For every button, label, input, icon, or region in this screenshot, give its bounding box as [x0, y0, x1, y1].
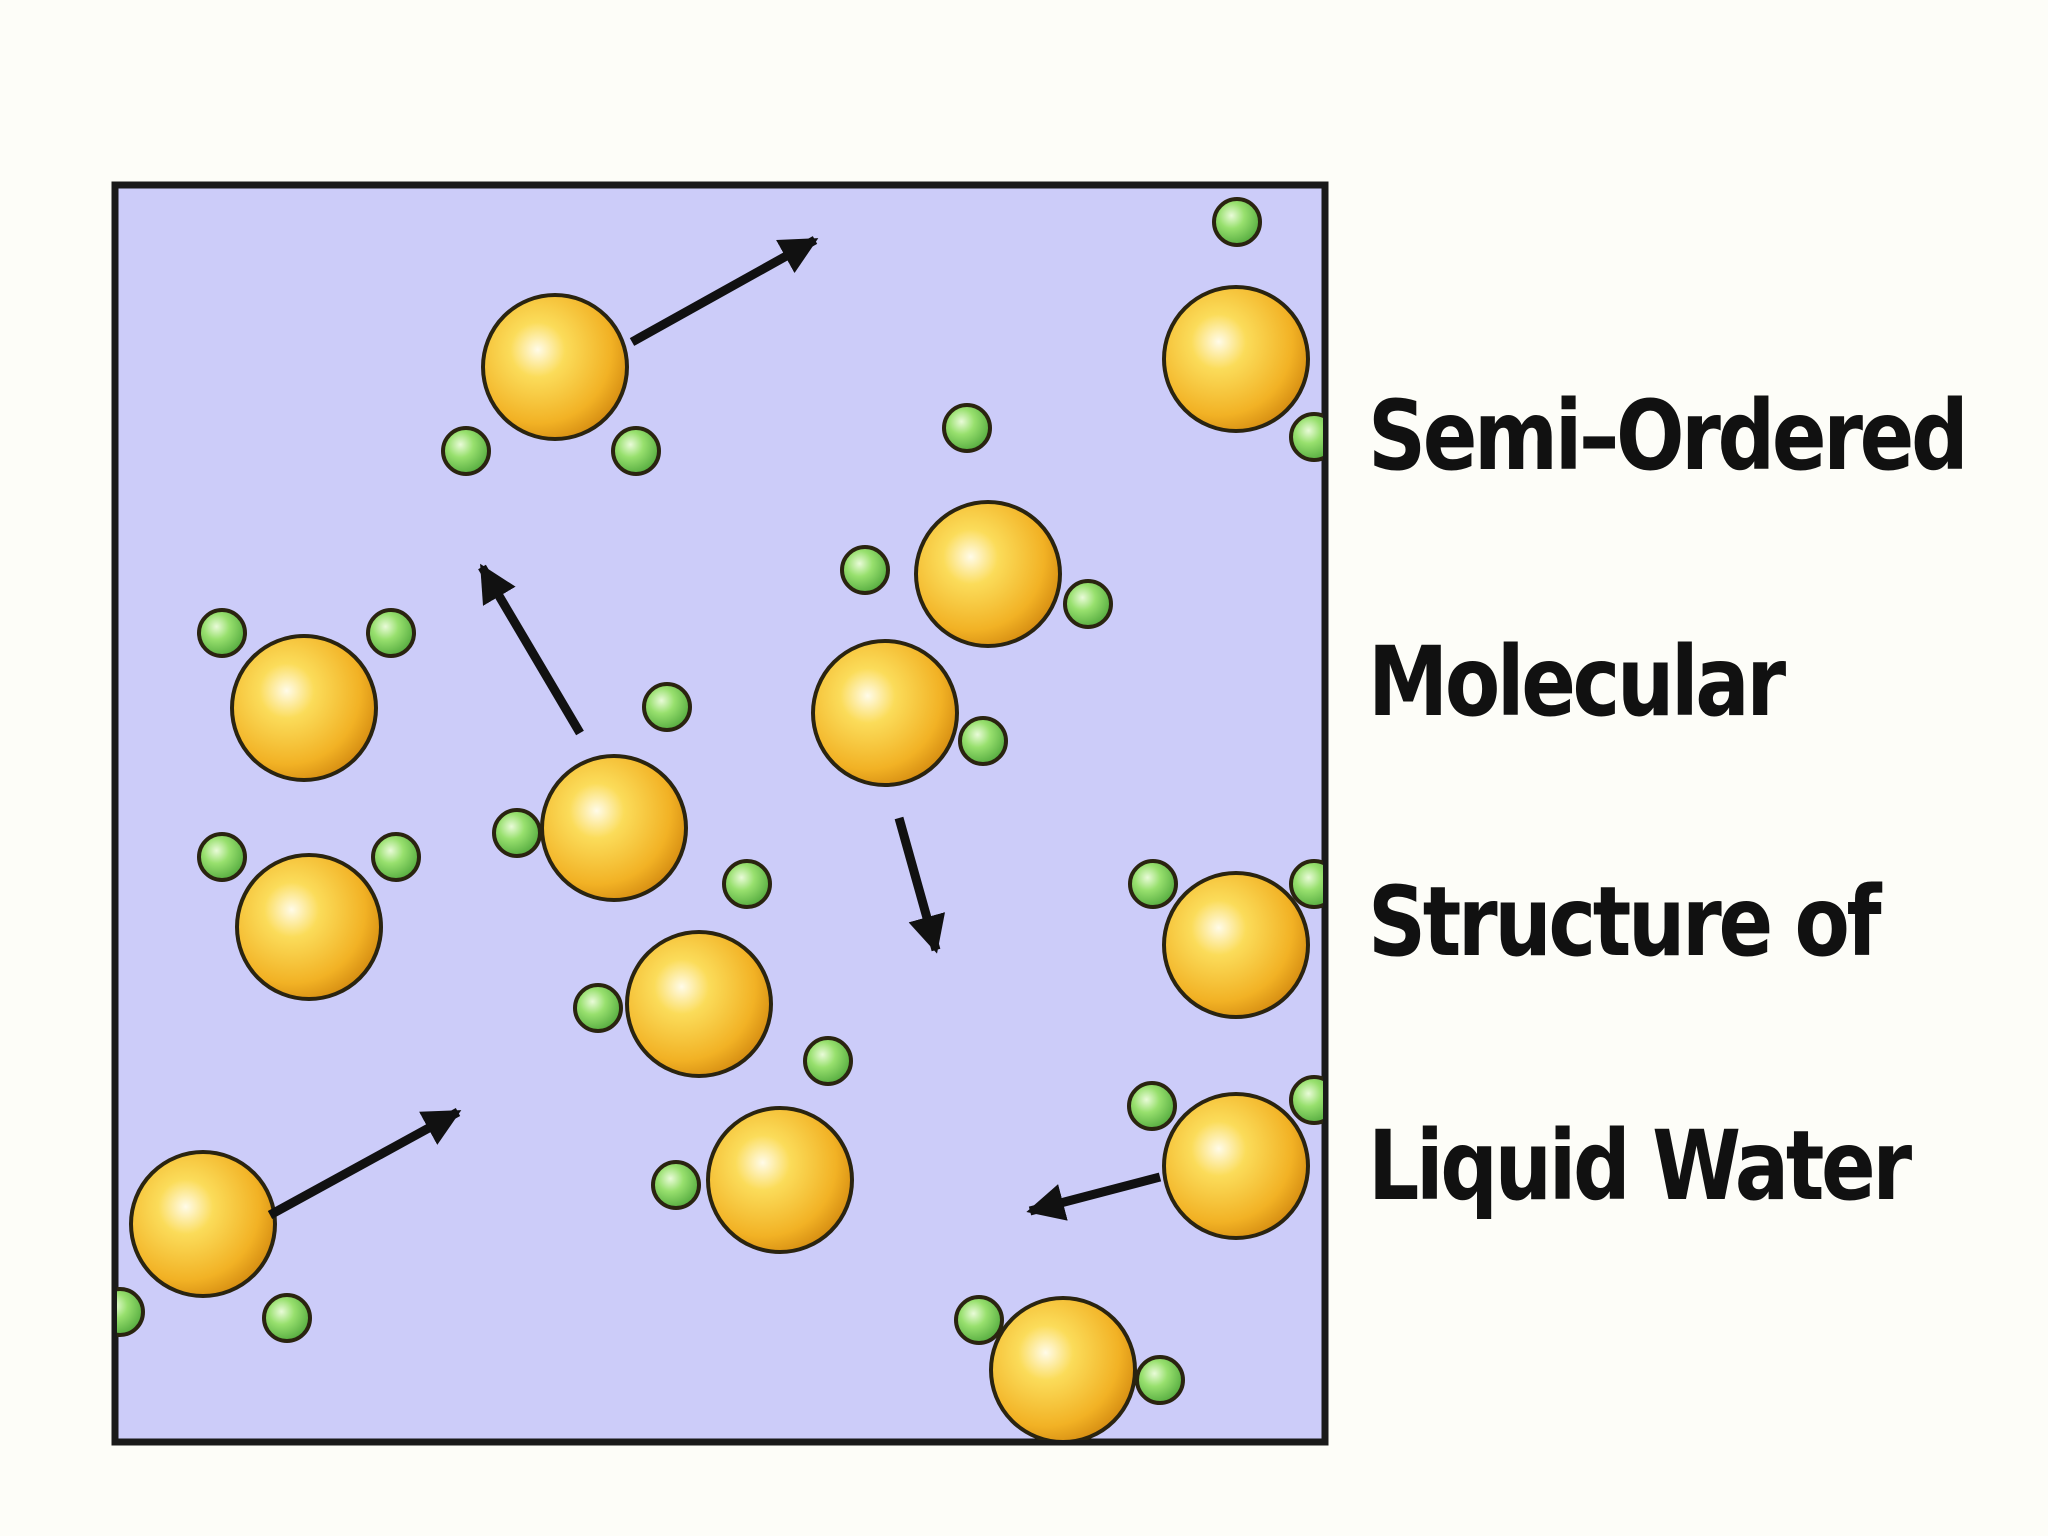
oxygen-atom: [129, 1150, 277, 1298]
water-molecule: [954, 1295, 1185, 1440]
oxygen-atom: [989, 1296, 1137, 1440]
hydrogen-atom: [197, 608, 247, 658]
hydrogen-atom: [492, 808, 542, 858]
hydrogen-atom: [958, 716, 1008, 766]
water-molecule: [197, 608, 416, 782]
water-molecule: [914, 403, 1113, 648]
motion-arrow: [629, 236, 819, 346]
oxygen-atom: [481, 293, 629, 441]
caption-line-1: Semi–Ordered: [1368, 380, 1969, 492]
motion-arrow: [478, 563, 584, 736]
hydrogen-atom: [1212, 197, 1262, 247]
container-box: [111, 181, 1329, 1446]
hydrogen-atom: [1135, 1355, 1185, 1405]
hydrogen-atom: [803, 1036, 853, 1086]
oxygen-atom: [1162, 285, 1310, 433]
hydrogen-atom: [651, 1160, 701, 1210]
hydrogen-atom: [1127, 1081, 1177, 1131]
hydrogen-atom: [954, 1295, 1004, 1345]
water-molecule: [197, 832, 421, 1001]
hydrogen-atom: [1128, 859, 1178, 909]
hydrogen-atom: [1289, 1075, 1323, 1125]
oxygen-atom: [811, 639, 959, 787]
water-molecules: [117, 197, 1323, 1440]
water-molecule: [573, 859, 773, 1078]
motion-arrow: [267, 1108, 462, 1219]
oxygen-atom: [914, 500, 1062, 648]
hydrogen-atom: [942, 403, 992, 453]
water-molecule: [1162, 197, 1323, 462]
hydrogen-atom: [197, 832, 247, 882]
water-molecule: [651, 1036, 854, 1254]
hydrogen-atom: [371, 832, 421, 882]
oxygen-atom: [235, 853, 383, 1001]
oxygen-atom: [1162, 1092, 1310, 1240]
motion-arrow: [1026, 1172, 1162, 1221]
hydrogen-atom: [441, 426, 491, 476]
motion-arrows: [267, 236, 1162, 1221]
water-molecule: [117, 1150, 312, 1343]
hydrogen-atom: [262, 1293, 312, 1343]
oxygen-atom: [230, 634, 378, 782]
water-molecule: [441, 293, 661, 476]
hydrogen-atom: [840, 545, 890, 595]
hydrogen-atom: [1289, 412, 1323, 462]
water-molecule: [1128, 859, 1323, 1019]
water-molecule: [811, 545, 1008, 787]
oxygen-atom: [625, 930, 773, 1078]
oxygen-atom: [706, 1106, 854, 1254]
water-molecule: [1127, 1075, 1323, 1240]
caption-line-2: Molecular: [1368, 626, 1786, 738]
caption-line-3: Structure of: [1368, 866, 1882, 978]
hydrogen-atom: [117, 1287, 145, 1337]
hydrogen-atom: [642, 682, 692, 732]
motion-arrow: [894, 816, 946, 954]
hydrogen-atom: [366, 608, 416, 658]
oxygen-atom: [1162, 871, 1310, 1019]
caption-line-4: Liquid Water: [1368, 1110, 1912, 1222]
hydrogen-atom: [1063, 579, 1113, 629]
water-molecule: [492, 682, 692, 902]
hydrogen-atom: [611, 426, 661, 476]
oxygen-atom: [540, 754, 688, 902]
hydrogen-atom: [573, 983, 623, 1033]
hydrogen-atom: [1289, 859, 1323, 909]
hydrogen-atom: [722, 859, 772, 909]
